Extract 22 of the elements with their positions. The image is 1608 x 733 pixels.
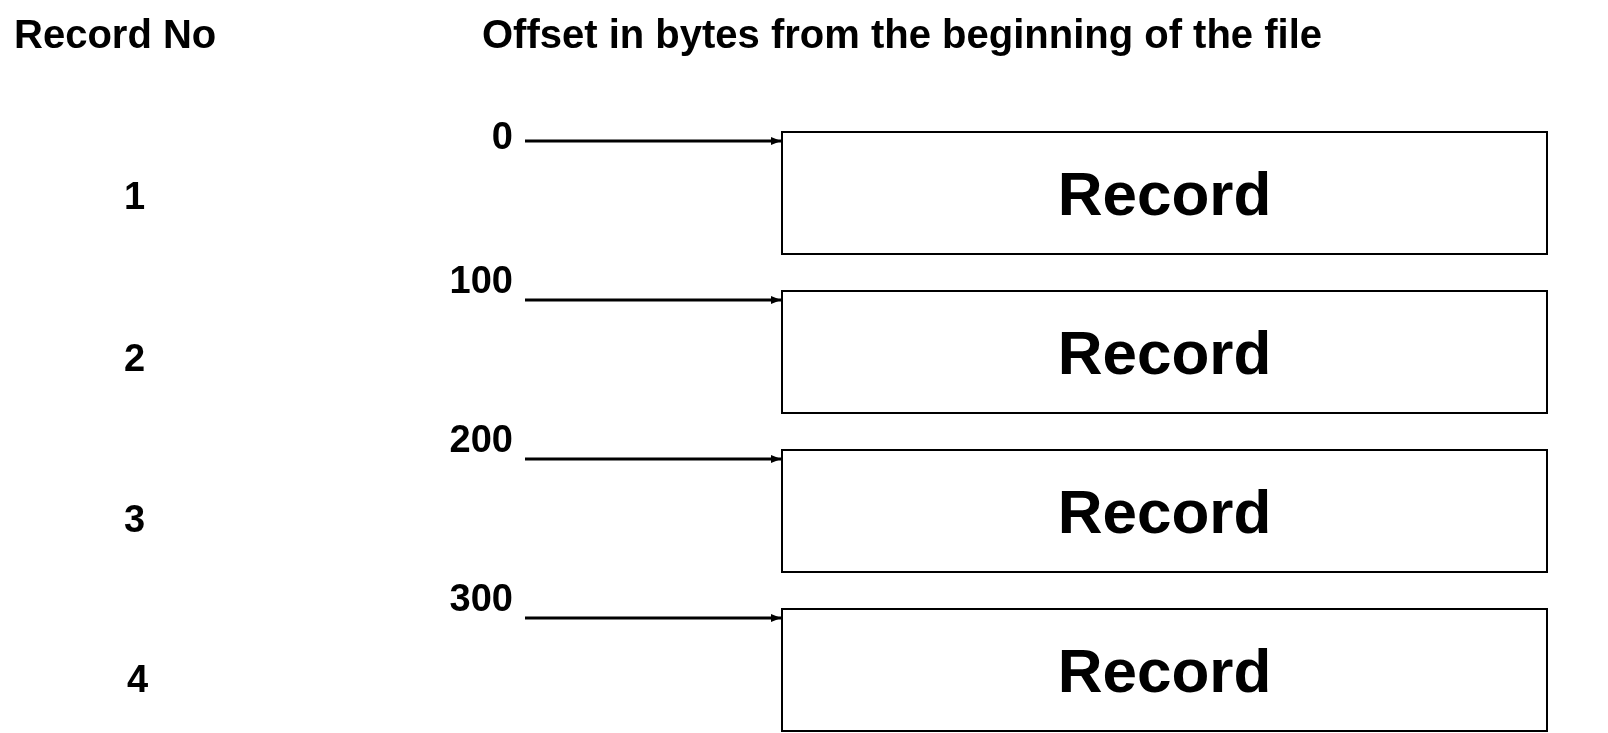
arrow <box>525 137 781 145</box>
record-box <box>781 449 1548 573</box>
record-number: 4 <box>127 660 149 698</box>
record-number: 3 <box>124 500 146 538</box>
record-label: Record <box>1057 475 1272 547</box>
record-box <box>781 290 1548 414</box>
offset-label: 200 <box>449 420 513 458</box>
arrow <box>525 296 781 304</box>
arrow <box>525 614 781 622</box>
offset-label: 300 <box>449 579 513 617</box>
record-box <box>781 608 1548 732</box>
arrow <box>525 455 781 463</box>
record-label: Record <box>1057 634 1272 706</box>
record-label: Record <box>1057 316 1272 388</box>
record-number: 2 <box>124 339 146 377</box>
record-box <box>781 131 1548 255</box>
offset-label: 100 <box>449 261 513 299</box>
record-number: 1 <box>124 177 146 215</box>
record-label: Record <box>1057 157 1272 229</box>
column-heading: Record No <box>14 14 217 54</box>
offset-label: 0 <box>491 117 513 155</box>
column-heading: Offset in bytes from the beginning of the file <box>482 14 1323 54</box>
